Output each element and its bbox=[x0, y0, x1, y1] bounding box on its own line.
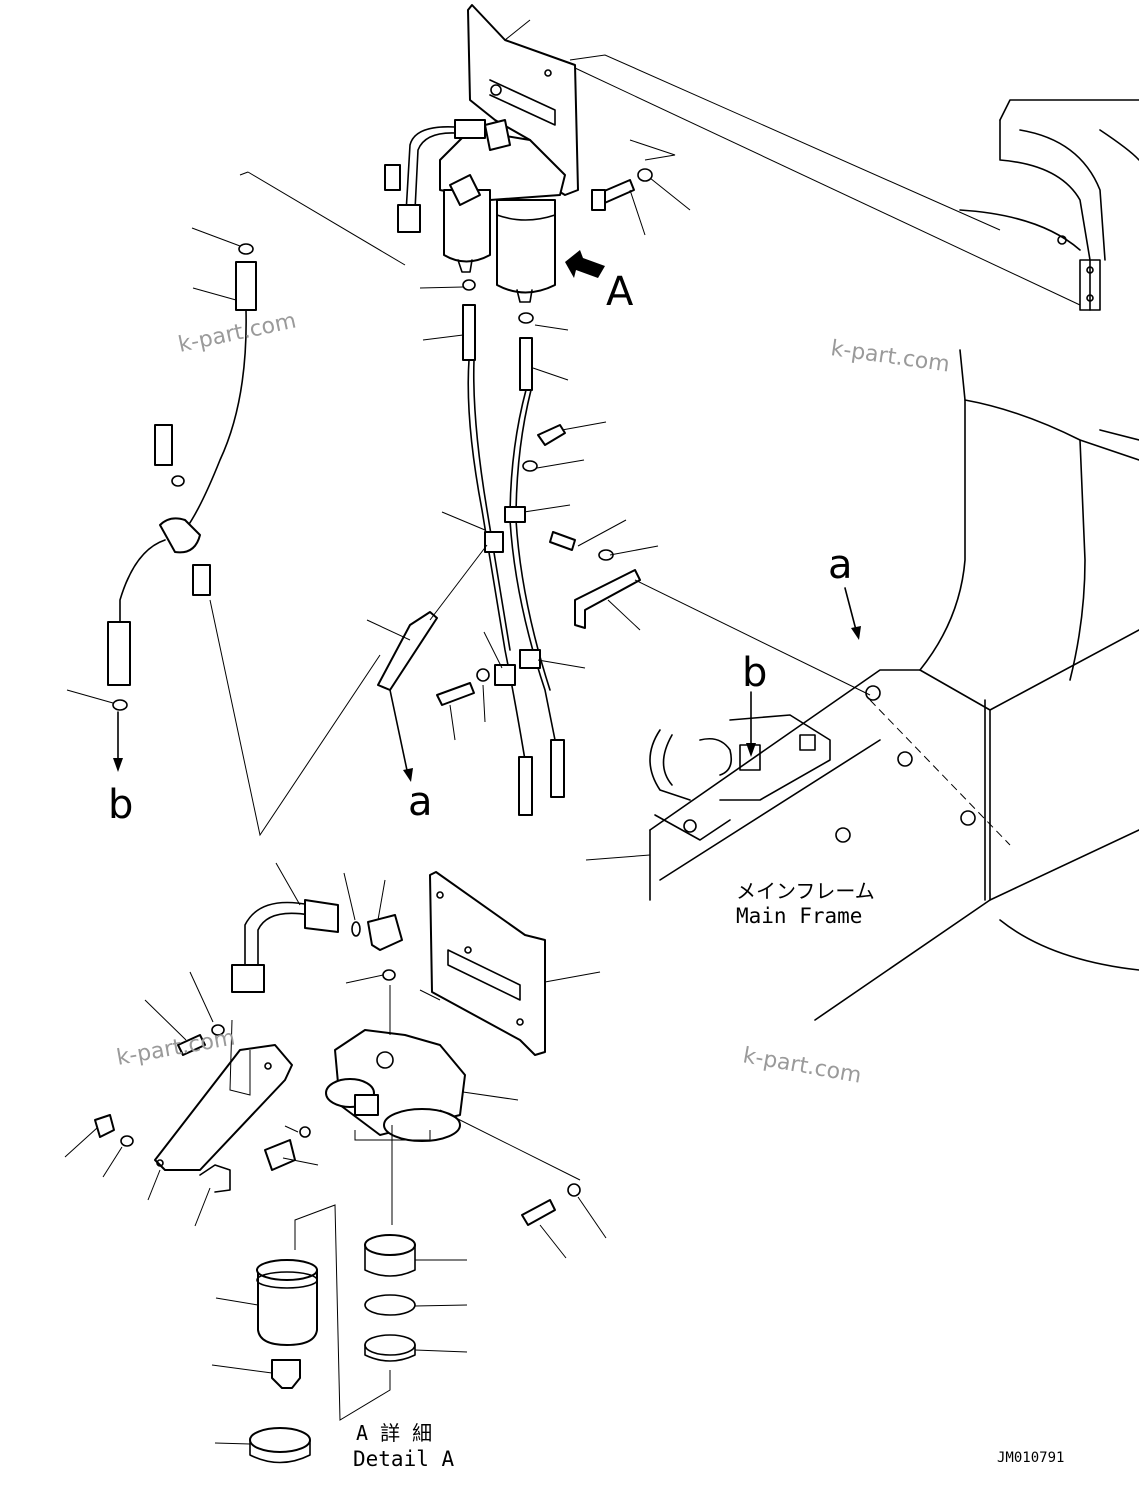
main-frame-drawing bbox=[649, 99, 1139, 1021]
watermark-4: k-part.com bbox=[741, 1043, 863, 1088]
detail-a-label-en: Detail A bbox=[353, 1447, 455, 1471]
main-frame-label-jp: メインフレーム bbox=[736, 879, 875, 903]
watermark-1: k-part.com bbox=[176, 309, 298, 358]
main-frame-label-en: Main Frame bbox=[736, 904, 862, 928]
leader-lines-bottom bbox=[64, 862, 607, 1445]
watermark-2: k-part.com bbox=[829, 336, 951, 377]
ref-label-b-bottom: b bbox=[108, 782, 133, 828]
ref-label-a-top: a bbox=[828, 542, 853, 588]
drawing-code: JM010791 bbox=[997, 1450, 1064, 1466]
detail-a-drawing bbox=[94, 871, 581, 1464]
ref-label-b-top: b bbox=[742, 650, 767, 696]
ref-label-a-bottom: a bbox=[408, 779, 433, 825]
leader-lines-top bbox=[66, 177, 691, 861]
watermark-3: k-part.com bbox=[115, 1025, 237, 1070]
drain-hoses bbox=[377, 279, 871, 816]
sensor-harness bbox=[107, 243, 861, 837]
fuel-filter-assembly: A bbox=[239, 4, 1081, 315]
view-marker-a: A bbox=[606, 269, 634, 315]
detail-a-label-jp: A 詳 細 bbox=[356, 1421, 432, 1445]
